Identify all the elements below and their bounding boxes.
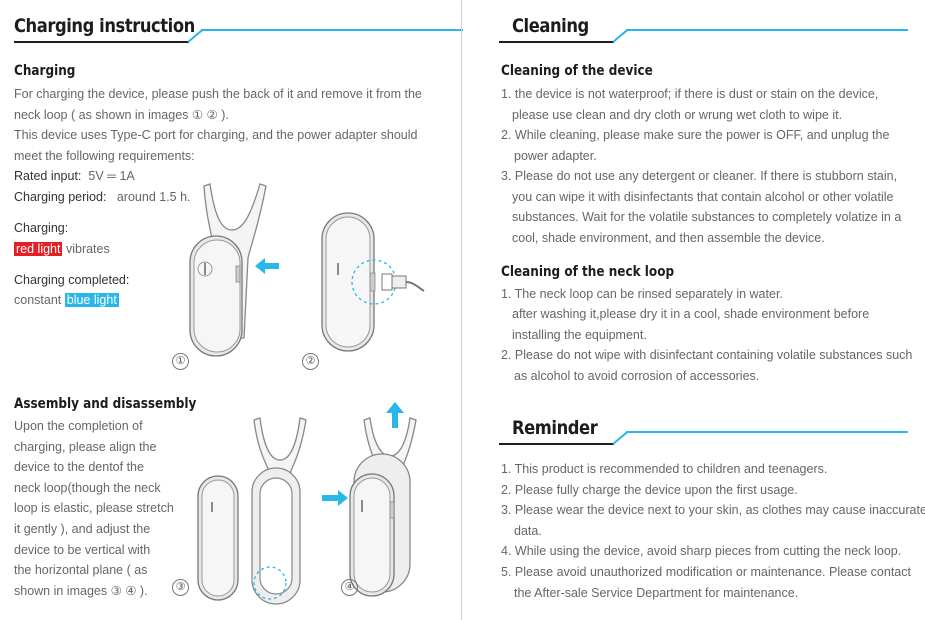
figure-3-align-device-illustration	[197, 417, 307, 605]
device-line-1: 1. the device is not waterproof; if ther…	[501, 87, 879, 101]
figure-1-number: ①	[172, 353, 189, 370]
charging-line-4: meet the following requirements:	[14, 149, 195, 163]
charging-line-2: neck loop ( as shown in images ① ② ).	[14, 108, 229, 122]
red-light-badge: red light	[14, 242, 63, 256]
figure-4-assembled-device-illustration	[349, 417, 417, 597]
loop-line-1: 1. The neck loop can be rinsed separatel…	[501, 287, 783, 301]
figure-2-type-c-charging-illustration	[321, 212, 425, 352]
assembly-line-7: device to be vertical with	[14, 543, 151, 557]
blue-light-badge: blue light	[64, 293, 119, 307]
figure-2-number: ②	[302, 353, 319, 370]
loop-line-5: as alcohol to avoid corrosion of accesso…	[514, 369, 760, 383]
figure-1-device-removal-illustration	[189, 183, 267, 357]
device-line-7: substances. Wait for the volatile substa…	[512, 210, 902, 224]
reminder-title: Reminder	[512, 417, 598, 439]
assembly-line-3: device to the dentof the	[14, 460, 144, 474]
column-divider	[461, 0, 462, 620]
assembly-line-8: the horizontal plane ( as	[14, 563, 148, 577]
up-arrow-icon	[386, 402, 404, 428]
assembly-line-9: shown in images ③ ④ ).	[14, 584, 148, 598]
reminder-line-6: 5. Please avoid unauthorized modificatio…	[501, 565, 911, 579]
charging-line-1: For charging the device, please push the…	[14, 87, 422, 101]
figure-4-number: ④	[341, 579, 358, 596]
device-line-6: you can wipe it with disinfectants that …	[512, 190, 894, 204]
cleaning-title: Cleaning	[512, 15, 589, 37]
figure-3-number: ③	[172, 579, 189, 596]
rated-input: Rated input: 5V ═ 1A	[14, 169, 135, 183]
device-line-3: 2. While cleaning, please make sure the …	[501, 128, 890, 142]
loop-line-4: 2. Please do not wipe with disinfectant …	[501, 348, 913, 362]
cleaning-device-heading: Cleaning of the device	[501, 63, 653, 79]
assemble-arrow-icon	[322, 490, 348, 506]
reminder-line-4: data.	[514, 524, 542, 538]
charging-status-label: Charging:	[14, 221, 69, 235]
reminder-line-2: 2. Please fully charge the device upon t…	[501, 483, 798, 497]
assembly-heading: Assembly and disassembly	[14, 396, 197, 412]
assembly-line-5: loop is elastic, please stretch	[14, 501, 174, 515]
charging-period: Charging period: around 1.5 h.	[14, 190, 191, 204]
charging-status: red light vibrates	[14, 242, 110, 256]
device-line-5: 3. Please do not use any detergent or cl…	[501, 169, 898, 183]
loop-line-2: after washing it,please dry it in a cool…	[512, 307, 870, 321]
reminder-line-7: the After-sale Service Department for ma…	[514, 586, 799, 600]
charging-instruction-title: Charging instruction	[14, 15, 195, 37]
reminder-line-3: 3. Please wear the device next to your s…	[501, 503, 925, 517]
assembly-line-6: it gently ), and adjust the	[14, 522, 151, 536]
device-line-2: please use clean and dry cloth or wrung …	[512, 108, 843, 122]
device-line-4: power adapter.	[514, 149, 597, 163]
reminder-line-1: 1. This product is recommended to childr…	[501, 462, 828, 476]
reminder-line-5: 4. While using the device, avoid sharp p…	[501, 544, 902, 558]
completed-status: constant blue light	[14, 293, 119, 307]
device-line-8: cool, shade environment, and then assemb…	[512, 231, 825, 245]
cleaning-loop-heading: Cleaning of the neck loop	[501, 264, 675, 280]
assembly-line-2: charging, please align the	[14, 440, 157, 454]
charging-line-3: This device uses Type-C port for chargin…	[14, 128, 418, 142]
charging-heading: Charging	[14, 63, 76, 79]
push-arrow-icon	[255, 258, 279, 274]
loop-line-3: installing the equipment.	[512, 328, 647, 342]
completed-label: Charging completed:	[14, 273, 130, 287]
assembly-line-4: neck loop(though the neck	[14, 481, 161, 495]
assembly-line-1: Upon the completion of	[14, 419, 143, 433]
